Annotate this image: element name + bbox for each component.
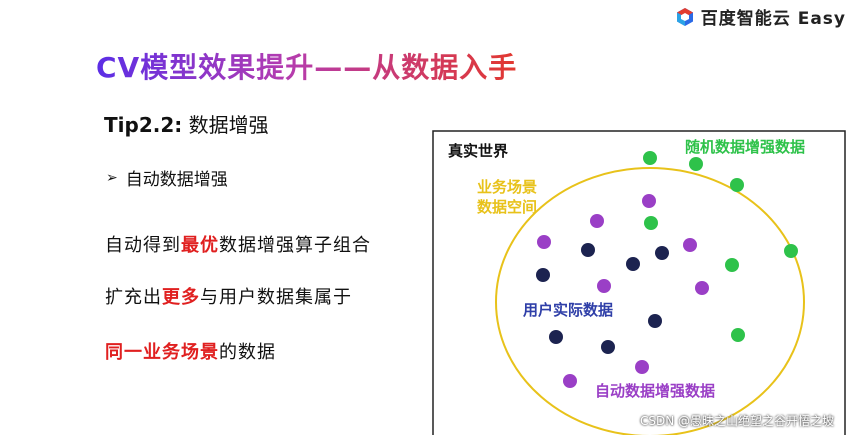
data-space-diagram: 真实世界 随机数据增强数据 业务场景 数据空间 用户实际数据 自动数据增强数据 (432, 130, 846, 435)
slide-title: CV模型效果提升——从数据入手 (96, 46, 517, 86)
line-1-highlight: 最优 (181, 235, 219, 256)
business-scene-ellipse (495, 167, 805, 435)
user-data-point (581, 243, 595, 257)
auto-augment-point (537, 235, 551, 249)
line-3-post: 的数据 (219, 342, 276, 363)
description-line-3: 同一业务场景的数据 (105, 338, 276, 364)
line-2-highlight: 更多 (162, 287, 200, 308)
real-world-label: 真实世界 (448, 142, 508, 160)
user-data-point (601, 340, 615, 354)
brand-logo: 百度智能云 Easy (675, 4, 846, 29)
line-1-pre: 自动得到 (105, 235, 181, 256)
auto-augment-point (590, 214, 604, 228)
random-augment-label: 随机数据增强数据 (685, 138, 805, 156)
bullet-item: ➢ 自动数据增强 (106, 165, 228, 191)
description-line-2: 扩充出更多与用户数据集属于 (105, 283, 352, 309)
random-point (730, 178, 744, 192)
line-1-post: 数据增强算子组合 (219, 235, 371, 256)
line-2-post: 与用户数据集属于 (200, 287, 352, 308)
arrow-bullet-icon: ➢ (106, 169, 118, 186)
user-data-point (648, 314, 662, 328)
bullet-text: 自动数据增强 (125, 170, 228, 190)
auto-augment-point (635, 360, 649, 374)
real-world-frame (432, 130, 846, 435)
tip-id: Tip2.2: (104, 113, 183, 137)
description-line-1: 自动得到最优数据增强算子组合 (105, 231, 371, 257)
baidu-cloud-logo-icon (676, 7, 693, 26)
auto-augment-point (563, 374, 577, 388)
scene-label-line-2: 数据空间 (477, 198, 537, 216)
random-point (689, 157, 703, 171)
random-point (725, 258, 739, 272)
user-data-label: 用户实际数据 (523, 301, 613, 319)
line-2-pre: 扩充出 (105, 287, 162, 308)
random-point (731, 328, 745, 342)
auto-augment-point (683, 238, 697, 252)
random-point (644, 216, 658, 230)
line-3-highlight: 同一业务场景 (105, 342, 219, 363)
auto-augment-point (642, 194, 656, 208)
csdn-watermark: CSDN @愚昧之山绝望之谷开悟之坡 (639, 414, 834, 428)
tip-heading: Tip2.2: 数据增强 (104, 109, 269, 138)
diagram-svg: 真实世界 随机数据增强数据 业务场景 数据空间 用户实际数据 自动数据增强数据 (432, 130, 846, 435)
auto-augment-label: 自动数据增强数据 (595, 382, 715, 400)
scene-label-line-1: 业务场景 (477, 178, 537, 196)
user-data-point (549, 330, 563, 344)
random-point (784, 244, 798, 258)
logo-text: 百度智能云 Easy (700, 9, 846, 29)
auto-augment-point (695, 281, 709, 295)
user-data-point (536, 268, 550, 282)
tip-text: 数据增强 (188, 113, 269, 137)
user-data-point (626, 257, 640, 271)
random-point (643, 151, 657, 165)
auto-augment-point (597, 279, 611, 293)
user-data-point (655, 246, 669, 260)
